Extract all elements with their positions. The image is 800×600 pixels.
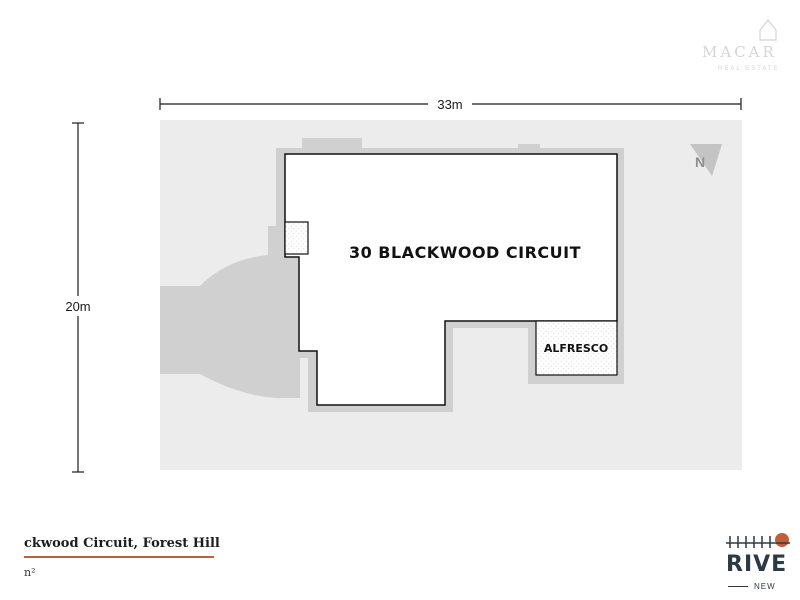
fence-logo-icon	[726, 533, 790, 548]
north-label: N	[695, 154, 705, 170]
agency-tagline-top: REAL ESTATE	[718, 66, 780, 72]
alfresco-area	[535, 320, 618, 376]
alfresco-label: ALFRESCO	[544, 342, 608, 355]
width-label: 33m	[437, 97, 462, 112]
depth-dimension: 20m	[58, 122, 98, 473]
driveway	[160, 254, 300, 398]
width-dimension: 33m	[159, 95, 742, 113]
footer-address: ckwood Circuit, Forest Hill	[24, 536, 220, 551]
depth-label: 20m	[65, 299, 90, 314]
agency-logo-top: MACAR REAL ESTATE	[702, 19, 780, 72]
agency-name-bottom: RIVE	[726, 552, 788, 577]
footer-underline	[24, 556, 214, 558]
north-arrow-icon: N	[690, 144, 722, 176]
footer-area: n²	[24, 566, 36, 579]
agency-name-top: MACAR	[702, 43, 777, 61]
house-footprint	[284, 153, 618, 406]
brand-divider	[728, 586, 748, 587]
house-logo-icon	[759, 19, 777, 41]
agency-logo-bottom: RIVE NEW	[718, 528, 800, 600]
entry-porch	[284, 221, 309, 255]
agency-tagline-bottom: NEW	[754, 582, 776, 591]
house-title: 30 BLACKWOOD CIRCUIT	[349, 243, 581, 262]
